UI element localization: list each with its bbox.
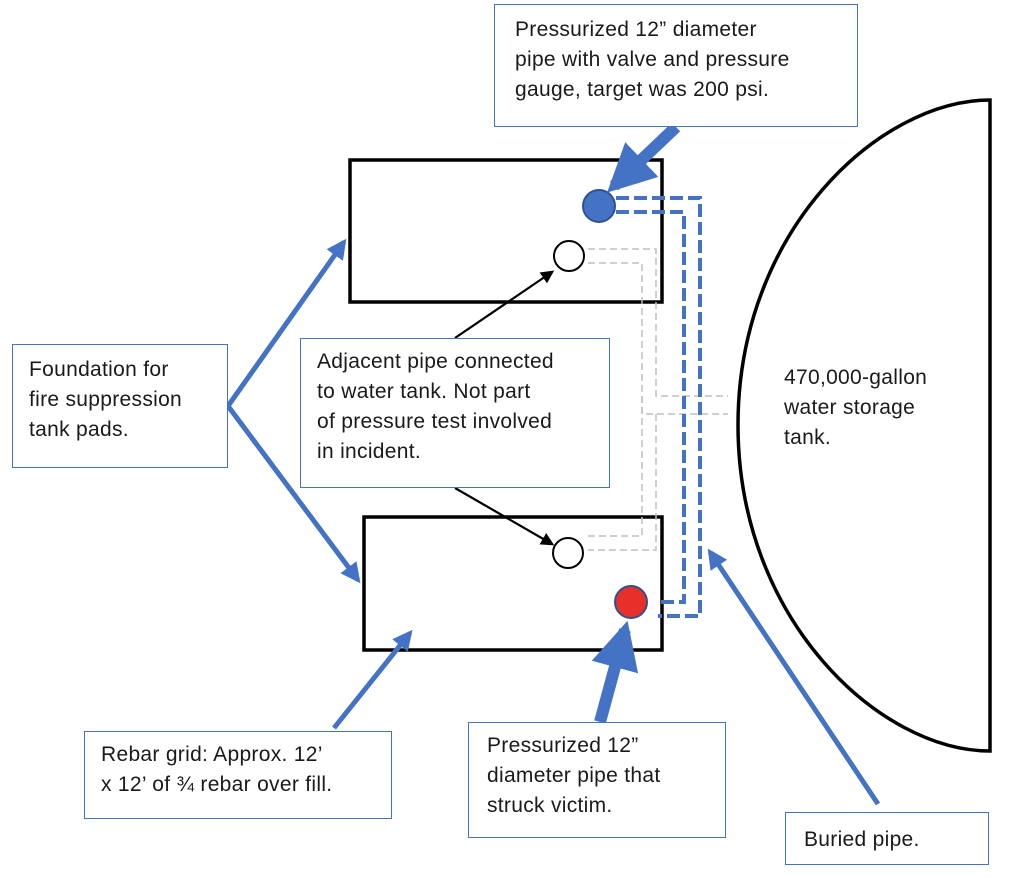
callout-adjacent-pipe: Adjacent pipe connected to water tank. N… xyxy=(300,338,610,488)
callout-line: diameter pipe that xyxy=(487,764,661,787)
arrow-adjacent-to-bottom-pipe xyxy=(454,487,555,546)
callout-struck-pipe: Pressurized 12” diameter pipe that struc… xyxy=(468,722,726,838)
callout-line: gauge, target was 200 psi. xyxy=(515,78,770,101)
callout-line: struck victim. xyxy=(487,794,613,817)
tank-label: 470,000-gallon water storage tank. xyxy=(784,363,974,473)
arrow-adjacent-to-top-pipe xyxy=(454,270,555,339)
callout-line: tank pads. xyxy=(29,418,129,441)
callout-buried-pipe: Buried pipe. xyxy=(785,812,989,865)
callout-line: fire suppression xyxy=(29,388,183,411)
callout-pressurized-valve-pipe: Pressurized 12” diameter pipe with valve… xyxy=(494,4,858,127)
arrow-to-pressurized-valve xyxy=(607,122,681,193)
callout-rebar-grid: Rebar grid: Approx. 12’ x 12’ of ¾ rebar… xyxy=(84,731,392,819)
struck-pipe-marker xyxy=(614,585,648,619)
adjacent-pipe-end-bottom xyxy=(552,537,584,569)
pressurized-pipe xyxy=(616,196,702,618)
callout-line: of pressure test involved xyxy=(317,410,553,433)
callout-line: Pressurized 12” xyxy=(487,734,639,757)
arrow-foundation-to-bottom-pad xyxy=(225,404,361,584)
adjacent-pipe-end-top xyxy=(553,240,585,272)
callout-line: Adjacent pipe connected xyxy=(317,350,554,373)
callout-line: Foundation for xyxy=(29,358,169,381)
arrow-to-buried-pipe xyxy=(707,548,881,806)
callout-line: Rebar grid: Approx. 12’ xyxy=(101,743,323,766)
arrow-rebar-to-pad xyxy=(332,629,413,730)
foundation-pad-bottom xyxy=(362,515,664,652)
callout-line: pipe with valve and pressure xyxy=(515,48,790,71)
water-storage-tank xyxy=(736,98,992,753)
callout-line: x 12’ of ¾ rebar over fill. xyxy=(101,773,333,796)
tank-label-line: water storage xyxy=(784,396,916,419)
callout-line: Pressurized 12” diameter xyxy=(515,18,757,41)
pressurized-pipe-valve-marker xyxy=(582,189,616,223)
callout-line: Buried pipe. xyxy=(804,828,920,851)
tank-label-line: tank. xyxy=(784,426,832,449)
arrow-to-struck-pipe xyxy=(591,620,639,724)
tank-label-line: 470,000-gallon xyxy=(784,366,928,389)
callout-foundation: Foundation for fire suppression tank pad… xyxy=(12,344,228,468)
callout-line: in incident. xyxy=(317,440,421,463)
callout-line: to water tank. Not part xyxy=(317,380,531,403)
arrow-foundation-to-top-pad xyxy=(225,238,347,408)
